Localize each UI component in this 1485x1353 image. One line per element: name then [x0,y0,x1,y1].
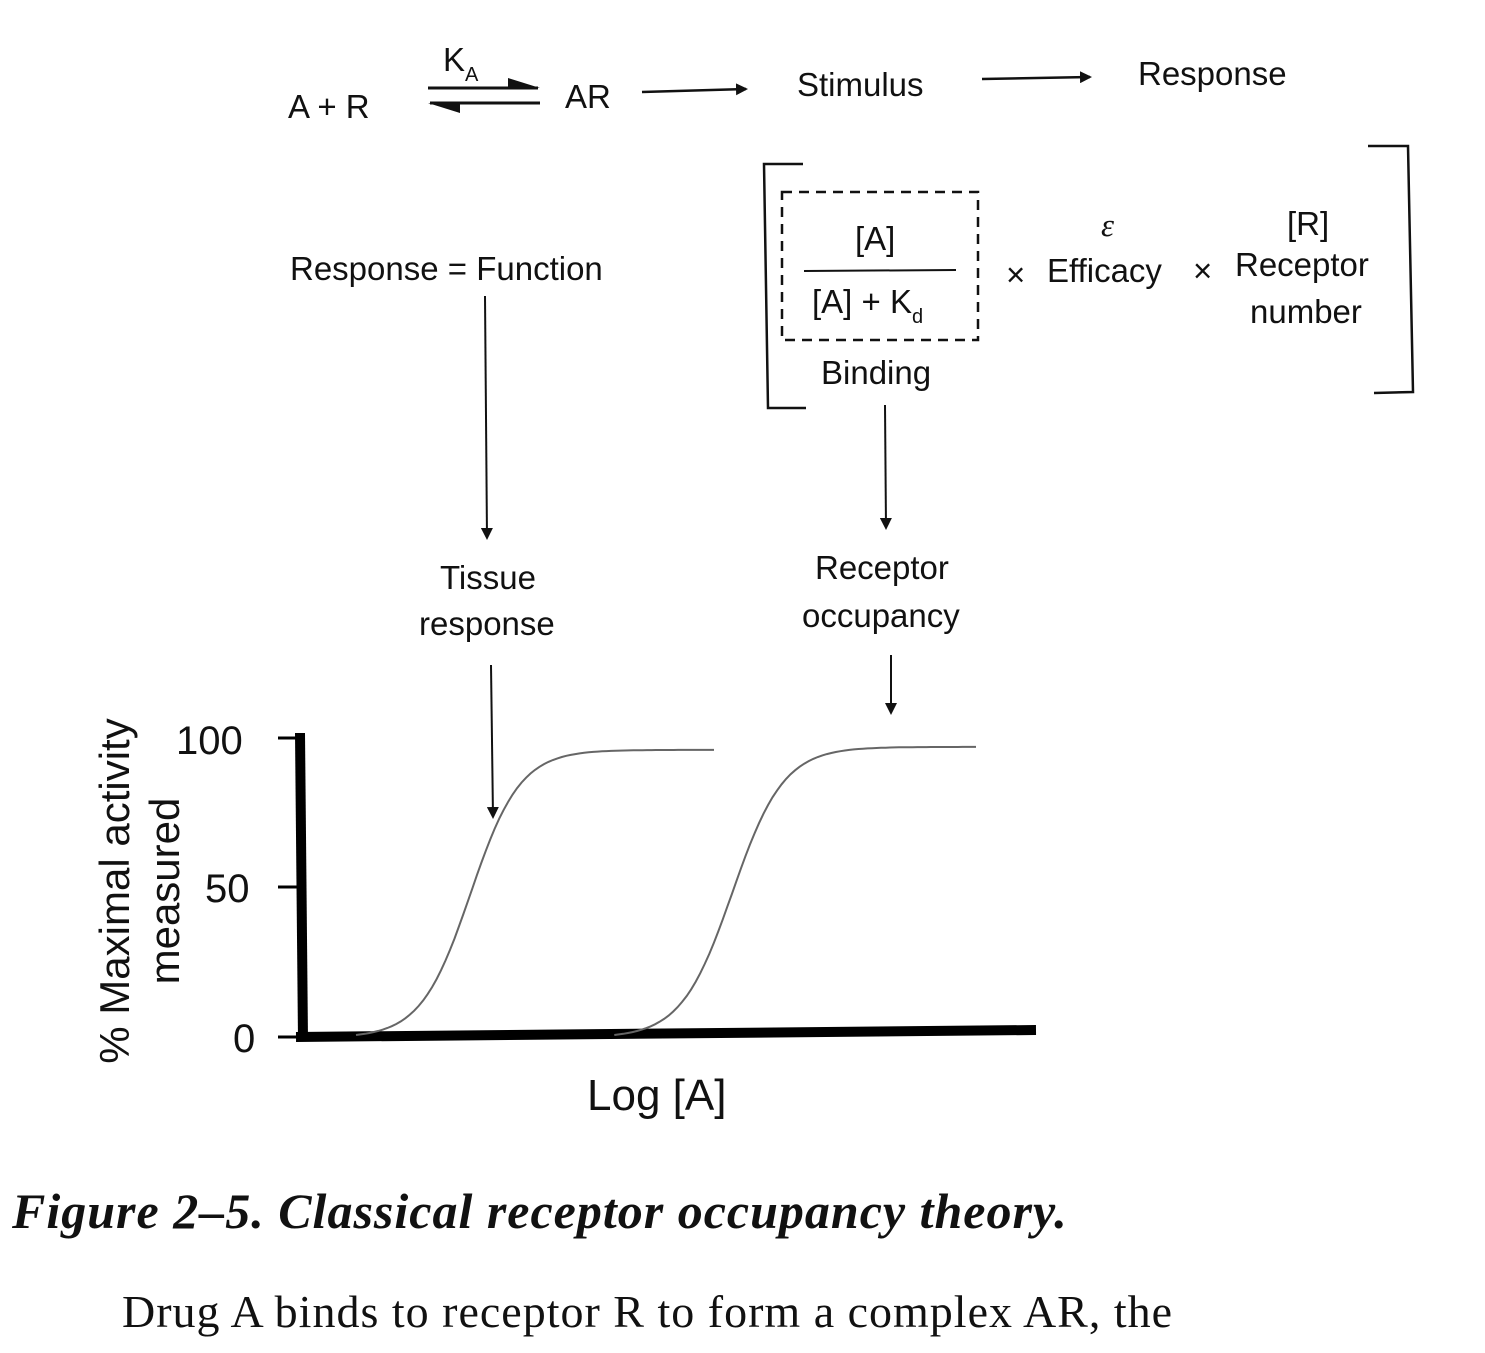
receptor-label: Receptor [1235,246,1369,283]
figure-caption: Figure 2–5. Classical receptor occupancy… [12,1183,1068,1239]
constant-subscript: A [465,64,479,86]
x-axis [295,1025,1037,1042]
binding-label: Binding [821,354,932,391]
body-text: Drug A binds to receptor R to form a com… [122,1286,1174,1337]
denominator-text: [A] + K [812,283,912,320]
complex-label: AR [565,78,611,115]
times-sign-1: × [1006,256,1026,293]
response-sublabel: response [419,605,555,642]
ytick-label-50: 50 [205,867,250,911]
left-bracket [762,162,806,410]
ytick-label-0: 0 [233,1017,256,1061]
epsilon-symbol: ε [1101,208,1115,244]
binding-dashed-box [780,190,980,342]
denominator-subscript: d [911,306,924,328]
tissue-label: Tissue [440,559,536,596]
arrow-to-tissue [480,295,493,540]
receptor-symbol: [R] [1287,205,1330,242]
fraction-numerator: [A] [855,220,896,257]
right-bracket [1368,144,1415,395]
number-label: number [1250,293,1362,330]
response-function-label: Response = Function [290,250,603,287]
association-constant: KA [443,41,478,85]
arrow-ar-to-stimulus [641,83,748,96]
constant-symbol: K [443,41,466,78]
arrow-to-occupancy [879,404,892,530]
arrow-tissue-to-curve [486,664,499,819]
x-axis-label: Log [A] [587,1071,727,1120]
efficacy-label: Efficacy [1047,252,1162,289]
occupancy-sublabel: occupancy [802,597,960,634]
equilibrium-arrows [428,78,540,113]
fraction-bar [803,269,957,272]
response-label: Response [1138,55,1287,92]
times-sign-2: × [1193,252,1213,289]
stimulus-label: Stimulus [797,66,924,103]
y-axis [295,732,308,1041]
reactants-label: A + R [288,88,370,125]
y-axis-label: % Maximal activity [91,718,138,1064]
receptor-occupancy-curve [614,745,976,1036]
arrow-stimulus-to-response [981,71,1092,84]
y-axis-label-line2: measured [141,797,188,985]
receptor-occupancy-label: Receptor [815,549,949,586]
tissue-response-curve [355,748,714,1036]
ytick-label-100: 100 [176,719,243,763]
fraction-denominator: [A] + Kd [812,283,923,327]
